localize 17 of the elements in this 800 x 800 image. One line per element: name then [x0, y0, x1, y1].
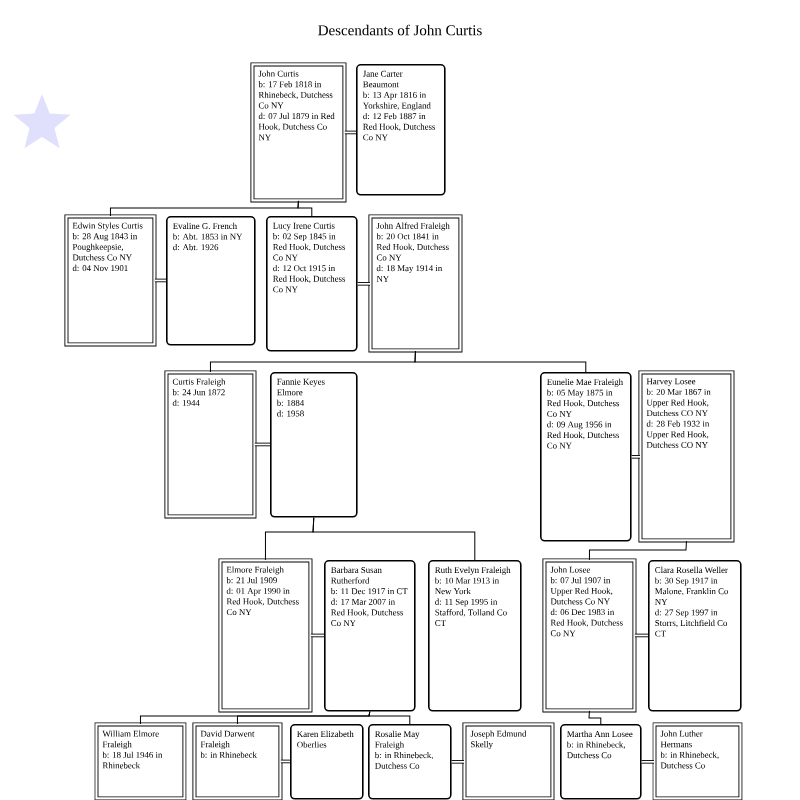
tree-line [368, 711, 411, 725]
marriage-line [630, 455, 641, 459]
marriage-line [640, 760, 655, 764]
marriage-line [254, 442, 271, 447]
marriage-line [344, 130, 357, 135]
tree-line [297, 200, 313, 217]
tree-line [414, 350, 587, 373]
marriage-line [154, 278, 167, 283]
marriage-line [634, 633, 649, 638]
marriage-line [356, 282, 371, 286]
marriage-line [280, 759, 291, 764]
tree-line [236, 711, 371, 725]
marriage-line [310, 633, 325, 638]
marriage-line [450, 760, 465, 764]
tree-line [312, 517, 476, 561]
tree-line [588, 710, 602, 725]
tree-line [588, 540, 687, 561]
